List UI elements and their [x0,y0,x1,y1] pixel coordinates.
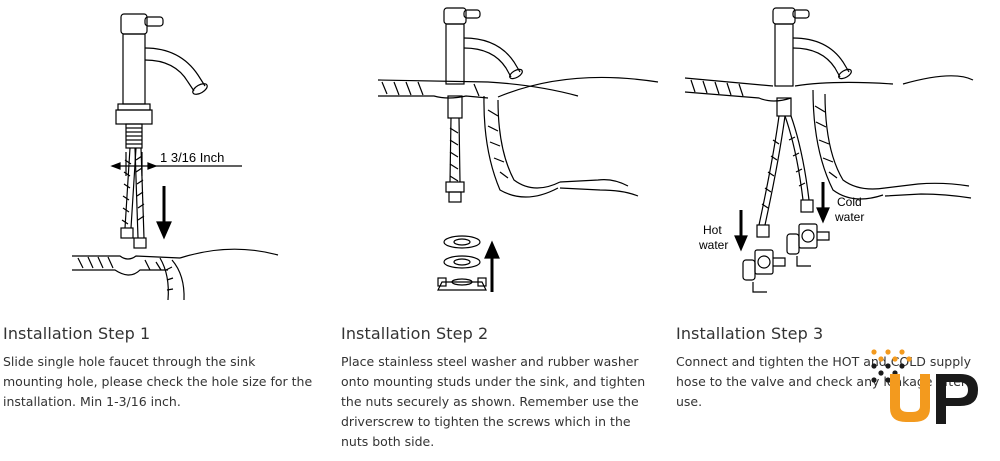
logo-dot [899,363,905,369]
faucet-handle [443,7,467,25]
dimension-label: 1 3/16 Inch [160,150,224,165]
faucet-body [122,33,146,105]
logo-dot [899,349,905,355]
logo-dot [878,370,884,376]
hot-water-label-line2: water [698,238,728,252]
step-3-title: Installation Step 3 [676,324,824,343]
logo-dot [871,363,877,369]
logo-dot [885,377,891,383]
faucet-handle [772,7,796,25]
installation-step-1: 1 3/16 Inch Installation Step 1 Slide si… [0,0,330,461]
steel-washer [443,235,481,249]
faucet-through-hole-diagram: 1 3/16 Inch [72,13,279,301]
step-2-illustration [338,0,668,310]
hot-water-label-line1: Hot [703,223,722,237]
logo-letter-u [890,374,930,422]
logo-dot [871,349,877,355]
step-1-illustration: 1 3/16 Inch [0,0,330,310]
washer-and-nut-diagram [377,7,659,292]
step-3-illustration: Hot water Cold water [673,0,1000,310]
hot-angle-valve [742,249,786,293]
hose-connection-diagram: Hot water Cold water [684,7,974,293]
rubber-washer [443,255,481,269]
faucet-handle [120,13,148,35]
installation-step-2: Installation Step 2 Place stainless stee… [338,0,668,461]
step-2-title: Installation Step 2 [341,324,489,343]
step-2-description: Place stainless steel washer and rubber … [341,354,646,449]
logo-dot [892,356,898,362]
logo-dot [885,363,891,369]
logo-letter-p [936,374,978,424]
logo-dot [878,356,884,362]
up-brand-logo [868,346,980,426]
logo-dot [871,377,877,383]
step-1-description: Slide single hole faucet through the sin… [3,354,313,409]
up-logo-icon [871,349,978,424]
mounting-nut [437,281,487,291]
logo-dot [885,349,891,355]
cold-water-label-line2: water [834,210,864,224]
logo-dot [906,356,912,362]
cold-water-label-line1: Cold [837,195,862,209]
step-1-title: Installation Step 1 [3,324,151,343]
cold-angle-valve [786,223,830,267]
